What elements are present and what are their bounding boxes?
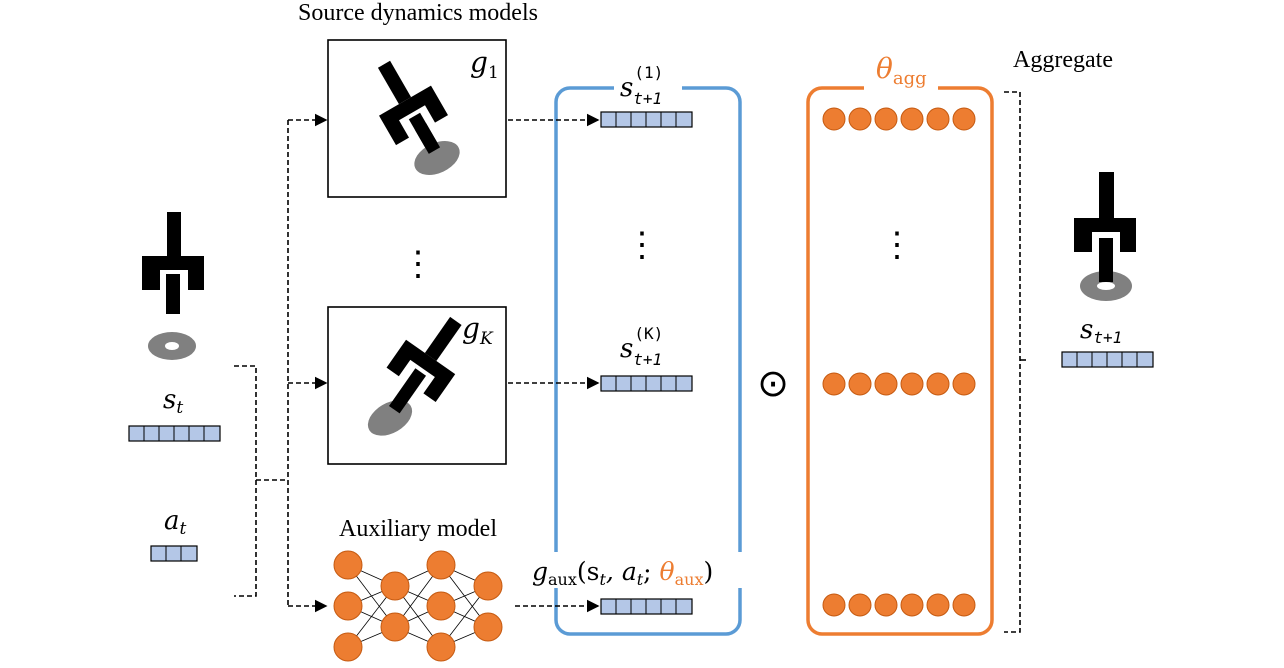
- state-label: st: [163, 385, 183, 418]
- theta-agg-box: [806, 86, 994, 636]
- theta-agg-label-bg: [864, 50, 938, 90]
- aggregate-bracket: [1004, 91, 1021, 633]
- pred1-vector: [600, 111, 693, 128]
- models-ellipsis: ⋮: [401, 246, 435, 283]
- next-state-label: st+1: [1080, 315, 1122, 347]
- aux-prediction-label: gaux(st, at; θaux): [532, 557, 713, 589]
- auxiliary-model-title: Auxiliary model: [339, 516, 497, 542]
- robot-gK-icon: [386, 316, 462, 414]
- predK-label: s(K)t+1: [620, 324, 663, 369]
- input-bracket: [234, 365, 288, 597]
- next-state-vector: [1061, 351, 1154, 368]
- input-robot-icon: [142, 212, 204, 360]
- action-label: at: [164, 506, 187, 539]
- gK-label: gK: [462, 312, 494, 349]
- theta-agg-weights-row1: [822, 107, 976, 131]
- action-vector: [150, 545, 198, 562]
- pred1-label: s(1)t+1: [620, 63, 663, 108]
- source-models-title: Source dynamics models: [298, 0, 538, 26]
- predK-vector: [600, 375, 693, 392]
- output-robot-icon: [1074, 172, 1136, 301]
- source-model-g1: g1: [327, 39, 507, 198]
- g1-label: g1: [470, 46, 499, 83]
- predictions-ellipsis: ⋮: [625, 227, 659, 264]
- hadamard-product-symbol: ⊙: [757, 361, 789, 405]
- theta-agg-weights-rowK: [822, 372, 976, 396]
- source-model-gK: gK: [327, 306, 507, 465]
- aux-pred-vector: [600, 598, 693, 615]
- state-vector: [128, 425, 221, 442]
- aggregate-title: Aggregate: [1013, 47, 1113, 73]
- weights-ellipsis: ⋮: [880, 227, 914, 264]
- theta-agg-weights-aux: [822, 593, 976, 617]
- auxiliary-network: [333, 550, 503, 662]
- pred1-label-bg: [614, 64, 682, 98]
- aux-label-bg: [528, 552, 754, 588]
- theta-agg-label: θagg: [876, 52, 927, 89]
